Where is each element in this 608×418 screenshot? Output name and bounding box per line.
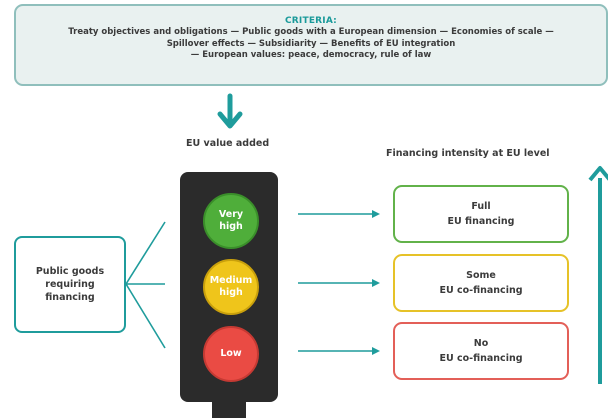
down-arrow-icon: [217, 93, 243, 129]
financing-intensity-label: Financing intensity at EU level: [386, 148, 550, 159]
light-low-label: Low: [220, 348, 242, 359]
criteria-title: CRITERIA:: [285, 16, 337, 26]
fan-lines: [125, 221, 166, 349]
outcome-full-financing: Full EU financing: [393, 185, 569, 243]
criteria-line: — European values: peace, democracy, rul…: [190, 50, 432, 60]
light-low: Low: [203, 326, 259, 382]
criteria-line: Spillover effects — Subsidiarity — Benef…: [166, 38, 456, 49]
light-medium-high: Medium high: [203, 259, 259, 315]
light-very-high: Very high: [203, 193, 259, 249]
public-goods-box: Public goods requiring financing: [14, 236, 126, 333]
outcome-some-cofinancing-label: Some EU co-financing: [439, 270, 523, 296]
outcome-no-cofinancing-label: No EU co-financing: [439, 338, 523, 364]
criteria-box: CRITERIA: Treaty objectives and obligati…: [14, 4, 608, 86]
right-arrow-icon: [298, 279, 380, 287]
criteria-line: Treaty objectives and obligations — Publ…: [68, 27, 554, 37]
eu-value-added-label: EU value added: [186, 138, 270, 149]
traffic-light-pole: [212, 402, 246, 418]
light-medium-high-label: Medium high: [209, 275, 253, 298]
up-arrow-icon: [588, 166, 608, 384]
right-arrow-icon: [298, 347, 380, 355]
public-goods-label: Public goods requiring financing: [35, 266, 105, 303]
outcome-no-cofinancing: No EU co-financing: [393, 322, 569, 380]
light-very-high-label: Very high: [218, 209, 244, 232]
outcome-some-cofinancing: Some EU co-financing: [393, 254, 569, 312]
outcome-full-financing-label: Full EU financing: [447, 201, 515, 227]
right-arrow-icon: [298, 210, 380, 218]
